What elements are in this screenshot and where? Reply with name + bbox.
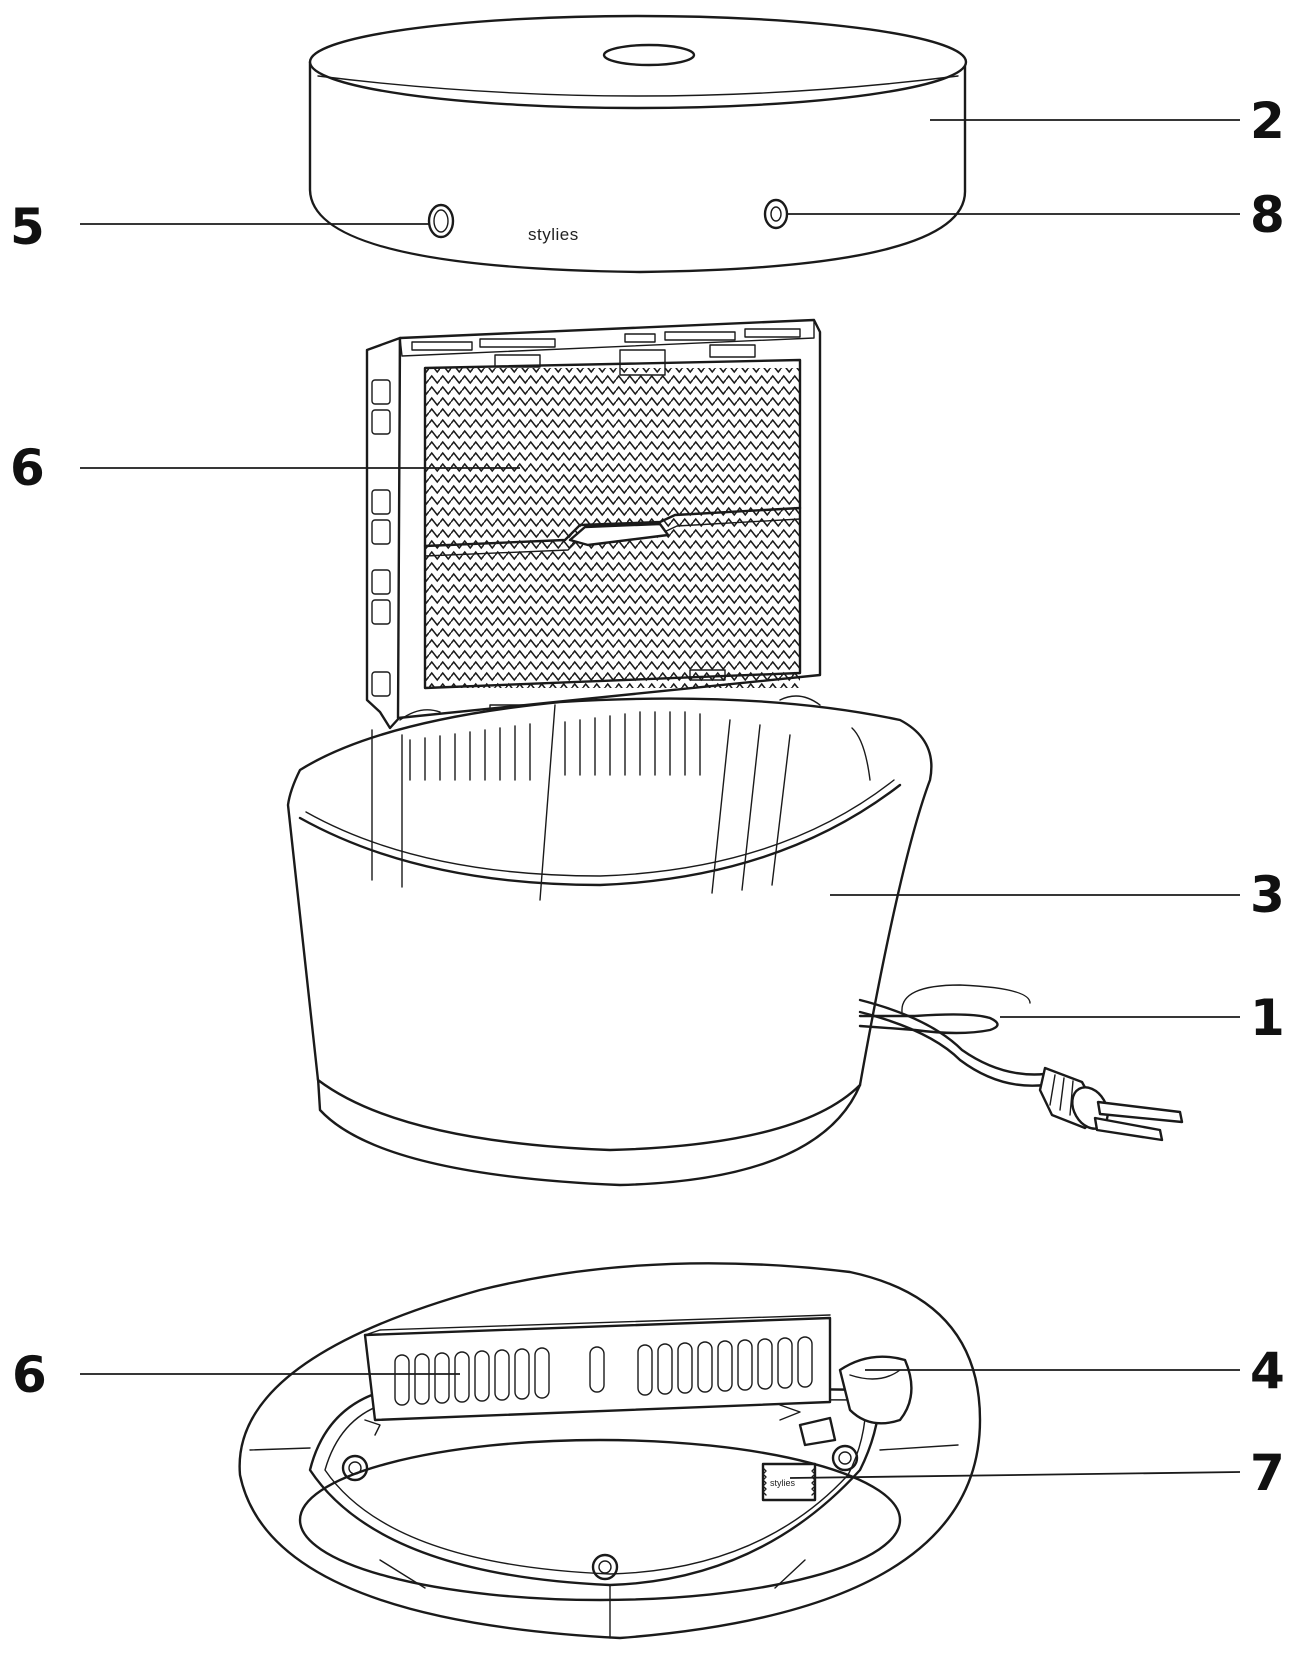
label-rating-plate: 7 — [1250, 1444, 1285, 1502]
label-filter-bottom: 6 — [12, 1346, 47, 1404]
label-button-right: 8 — [1250, 186, 1285, 244]
label-housing: 3 — [1250, 866, 1285, 924]
label-filter: 6 — [10, 439, 45, 497]
housing-inner-slots — [409, 711, 701, 781]
base-unit: stylies — [238, 1262, 982, 1640]
top-cover: stylies — [308, 14, 968, 274]
label-button-left: 5 — [10, 198, 45, 256]
label-base: 4 — [1250, 1342, 1285, 1400]
label-cover: 2 — [1250, 92, 1285, 150]
power-button-icon — [427, 203, 455, 239]
base-filter-slots — [394, 1336, 813, 1406]
filter-side-tabs — [371, 379, 391, 697]
screw-bottom-icon — [591, 1553, 619, 1581]
rating-plate: stylies — [761, 1462, 817, 1502]
plate-brand-logo: stylies — [770, 1478, 796, 1488]
screw-right-icon — [831, 1444, 859, 1472]
cord-outlet — [798, 1355, 913, 1447]
power-cord — [858, 998, 1184, 1142]
main-housing — [286, 695, 1031, 1187]
filter-cartridge — [365, 318, 822, 730]
screw-left-icon — [341, 1454, 369, 1482]
callout-numbers: 2 5 8 6 3 1 6 4 7 — [10, 92, 1285, 1502]
cover-brand-logo: stylies — [528, 225, 579, 244]
plug-icon — [1038, 1066, 1184, 1142]
label-cord: 1 — [1250, 989, 1285, 1047]
filter-top-slots — [411, 328, 801, 376]
leader-lines — [80, 119, 1241, 1479]
